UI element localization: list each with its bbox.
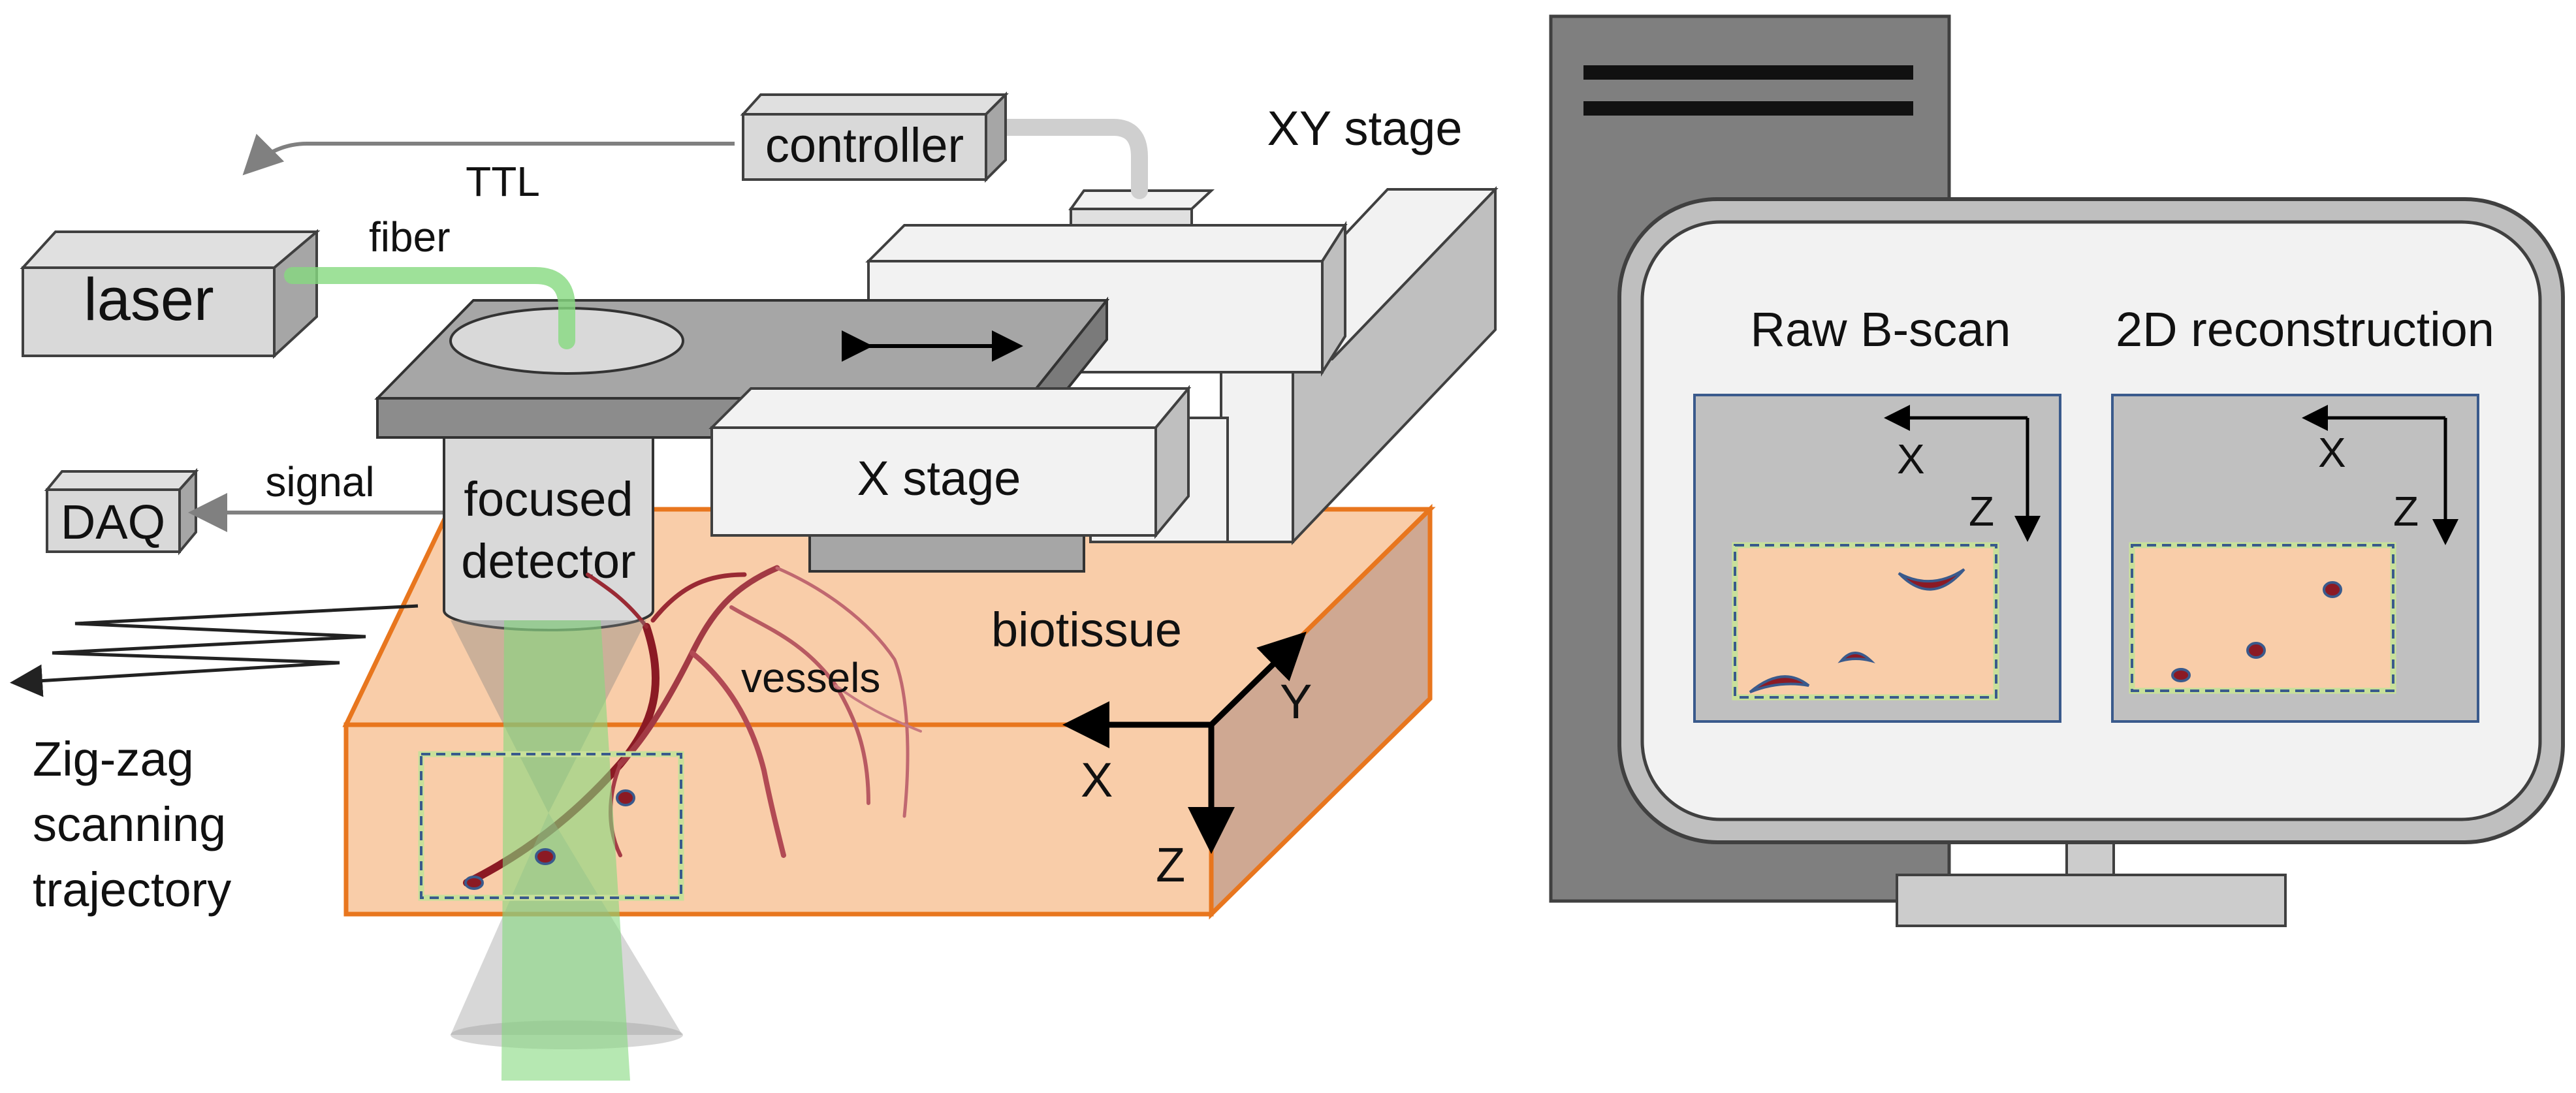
xy-upper-top [865, 224, 1348, 262]
raw-bscan-title: Raw B-scan [1751, 302, 2011, 356]
laser-top [20, 230, 321, 269]
recon-roi-dashed [2131, 544, 2394, 692]
axis-x-label: X [1081, 753, 1113, 807]
tissue-axes: X Y Z [1062, 631, 1312, 892]
recon-point-top [2323, 581, 2342, 598]
vessel-branch-e [650, 572, 747, 623]
roi-point-middle [535, 848, 556, 865]
signal-label: signal [265, 458, 374, 505]
tissue-roi [418, 751, 684, 901]
recon-point-bottom [2171, 668, 2191, 682]
ttl-arrow [242, 133, 735, 176]
x-stage: X stage [708, 385, 1192, 573]
raw-x-label: X [1897, 436, 1925, 483]
axis-z-label: Z [1156, 838, 1185, 892]
raw-arc-bottom [1749, 675, 1810, 693]
zigzag-label-line2: scanning [33, 797, 226, 851]
controller-front [742, 113, 987, 181]
x-stage-top [708, 387, 1192, 429]
laser-front [22, 266, 276, 357]
drive-slot-2 [1583, 101, 1913, 116]
x-stage-underblock [808, 534, 1085, 573]
controller-top [740, 93, 1009, 116]
fiber-cable [284, 267, 575, 349]
detector-label-line1: focused [464, 472, 633, 526]
zigzag-trajectory [10, 604, 419, 697]
reconstruction-title: 2D reconstruction [2116, 302, 2494, 356]
fiber-label: fiber [369, 214, 451, 261]
laser-unit: laser [20, 229, 321, 359]
monitor-stand-base [1896, 874, 2287, 927]
recon-point-middle [2246, 642, 2266, 659]
axis-y-arrow [1209, 631, 1307, 727]
vessel-branch-h [586, 573, 648, 629]
zigzag-label-line1: Zig-zag [33, 732, 194, 786]
xy-stage-wall-front [1220, 358, 1294, 543]
raw-bscan-panel: X Z [1693, 394, 2061, 723]
vessel-branch-g [835, 684, 922, 733]
controller-cable [994, 119, 1148, 199]
laser-label: laser [84, 266, 214, 333]
xy-stage-label: XY stage [1267, 101, 1463, 155]
reconstruction-panel: X Z [2111, 394, 2479, 723]
controller-label: controller [765, 118, 964, 172]
x-stage-front [710, 426, 1157, 537]
daq-unit: DAQ [44, 467, 199, 556]
monitor-stand-neck [2065, 838, 2115, 878]
computer: Raw B-scan 2D reconstruction X Z X [1549, 14, 2565, 927]
detector-label-line2: detector [461, 534, 635, 588]
raw-arc-middle [1837, 652, 1875, 663]
zigzag-label-line3: trajectory [33, 863, 231, 917]
roi-point-lower [464, 876, 484, 890]
recon-z-label: Z [2393, 488, 2419, 535]
raw-roi-box [1732, 542, 1999, 701]
controller-unit: controller [740, 91, 1148, 199]
recon-roi-box [2129, 542, 2396, 694]
beam-cones [451, 620, 683, 1081]
raw-z-label: Z [1969, 488, 1994, 535]
raw-arc-top [1898, 568, 1965, 591]
vessels-label: vessels [741, 654, 880, 701]
biotissue-label: biotissue [991, 603, 1182, 657]
daq-label: DAQ [61, 495, 165, 549]
x-stage-label: X stage [857, 451, 1021, 505]
raw-roi-dashed [1734, 544, 1997, 699]
tissue-roi-dashed [420, 753, 682, 899]
axis-y-label: Y [1280, 674, 1312, 729]
vessel-branch-b [690, 650, 786, 858]
recon-x-label: X [2318, 429, 2346, 476]
ttl-label: TTL [466, 158, 540, 205]
daq-front [46, 488, 181, 553]
vessel-branch-d [775, 566, 910, 818]
roi-point-upper [616, 789, 635, 806]
daq-top [44, 470, 199, 491]
drive-slot-1 [1583, 65, 1913, 80]
light-beam [501, 620, 630, 1081]
